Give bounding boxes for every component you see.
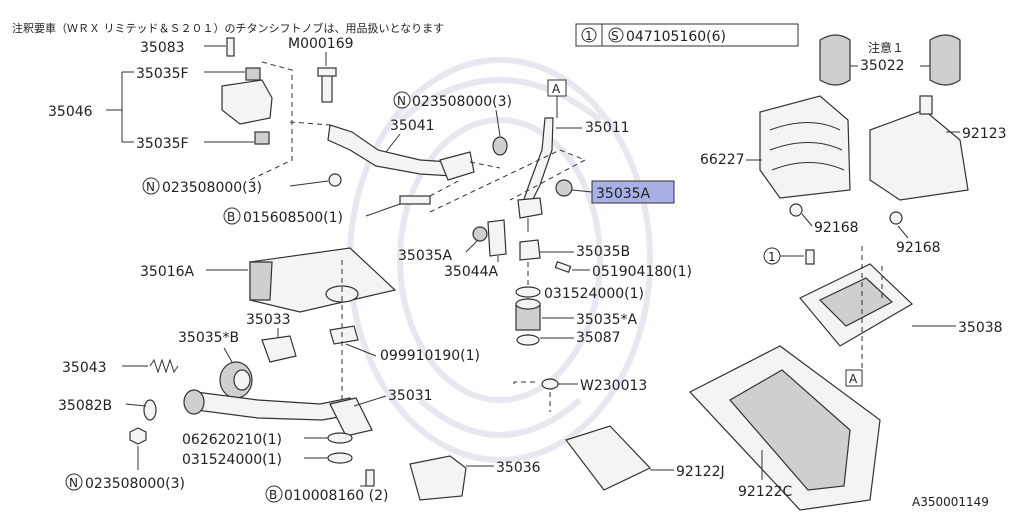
pin-35083 — [226, 37, 235, 57]
label-35035sa: 35035*A — [576, 312, 638, 328]
label-051904180: 051904180(1) — [592, 264, 692, 280]
label-note1: 注意１ — [868, 40, 904, 55]
label-35022: 35022 — [860, 58, 905, 74]
label-35031: 35031 — [388, 388, 433, 404]
label-n023508000-a: 023508000(3) — [412, 94, 512, 110]
mark-b-a: B — [227, 210, 235, 224]
label-m000169: M000169 — [288, 36, 354, 52]
label-92122c: 92122C — [738, 484, 793, 500]
ref-code: 047105160(6) — [626, 29, 726, 45]
label-35044a: 35044A — [444, 264, 499, 280]
label-w230013: W230013 — [580, 378, 647, 394]
label-92122j: 92122J — [676, 464, 725, 480]
label-35041: 35041 — [390, 118, 435, 134]
label-35035f-bot: 35035F — [136, 136, 189, 152]
label-031524000-b: 031524000(1) — [182, 452, 282, 468]
part-35033 — [261, 335, 297, 363]
knob-right — [929, 34, 961, 86]
label-66227: 66227 — [700, 152, 745, 168]
bush-35035a-hl — [555, 179, 573, 197]
label-b010008160: 010008160 (2) — [284, 488, 388, 504]
watermark — [347, 57, 653, 463]
label-a-bot: A — [849, 372, 858, 386]
figure-id: A350001149 — [912, 495, 989, 509]
shaft-35044a — [487, 219, 507, 257]
label-n023508000-b: 023508000(3) — [162, 180, 262, 196]
label-35083: 35083 — [140, 40, 185, 56]
label-35033: 35033 — [246, 312, 291, 328]
label-35043: 35043 — [62, 360, 107, 376]
label-35036: 35036 — [496, 460, 541, 476]
label-35035b: 35035B — [576, 244, 630, 260]
mark-1: 1 — [768, 250, 776, 264]
mark-n-b: N — [146, 180, 155, 194]
label-92168-b: 92168 — [896, 240, 941, 256]
nut-n023508000-c — [129, 427, 147, 445]
label-n023508000-c: 023508000(3) — [85, 476, 185, 492]
label-35035sb: 35035*B — [178, 330, 239, 346]
label-031524000-a: 031524000(1) — [544, 286, 644, 302]
label-b015608500: 015608500(1) — [243, 210, 343, 226]
collar-near-35041 — [492, 136, 508, 156]
header-note: 注釈要車（ＷＲＸ リミテッド＆Ｓ２０１）のチタンシフトノブは、用品扱いとなります — [12, 21, 444, 35]
knob-left — [819, 34, 851, 86]
washer-35082b — [143, 399, 157, 421]
label-92123: 92123 — [962, 126, 1007, 142]
label-062620210: 062620210(1) — [182, 432, 282, 448]
label-35035a: 35035A — [398, 248, 453, 264]
label-35087: 35087 — [576, 330, 621, 346]
label-35038: 35038 — [958, 320, 1003, 336]
mark-n-a: N — [397, 94, 406, 108]
label-35082b: 35082B — [58, 398, 112, 414]
label-35035f-top: 35035F — [136, 66, 189, 82]
mark-n-c: N — [69, 476, 78, 490]
spring-35043 — [149, 358, 179, 374]
label-35011: 35011 — [585, 120, 630, 136]
label-099910190: 099910190(1) — [380, 348, 480, 364]
panel-92122j — [565, 425, 652, 491]
label-35035a-highlight: 35035A — [596, 186, 651, 202]
washer-031524000-a — [515, 286, 541, 298]
marker-a-bot — [845, 369, 863, 387]
label-a-top: A — [552, 82, 561, 96]
plate-35016a — [249, 247, 397, 313]
bracket-35046 — [221, 79, 273, 125]
label-92168-a: 92168 — [814, 220, 859, 236]
label-35016a: 35016A — [140, 264, 195, 280]
mark-b-b: B — [269, 488, 277, 502]
ref-spec-mark: S — [611, 29, 619, 43]
washer-35087 — [516, 334, 540, 346]
reference-box: 1 S 047105160(6) — [575, 23, 799, 47]
boot-66227 — [759, 95, 851, 199]
boot-92123 — [869, 109, 969, 201]
bush-35035b — [519, 239, 541, 261]
bracket-35036 — [409, 455, 467, 501]
ref-qty-mark: 1 — [585, 29, 593, 43]
bolt-015608500 — [399, 195, 431, 205]
label-35046: 35046 — [48, 104, 93, 120]
